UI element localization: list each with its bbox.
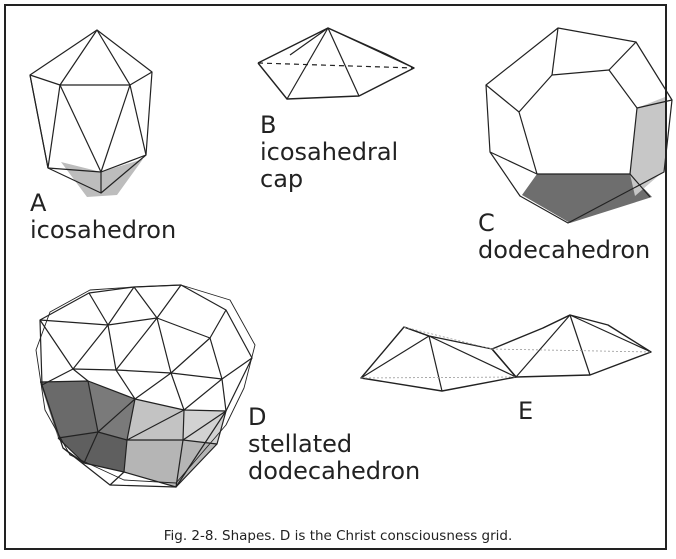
label-e-letter: E <box>518 397 534 425</box>
icosahedral-cap-shape <box>257 27 415 100</box>
label-d: D stellated dodecahedron <box>248 404 420 485</box>
icosahedron-shape <box>29 29 153 197</box>
label-a-letter: A <box>30 189 47 217</box>
label-c-letter: C <box>478 209 495 237</box>
double-cap-shape <box>360 314 652 392</box>
label-d-letter: D <box>248 403 267 431</box>
label-c-name: dodecahedron <box>478 236 651 264</box>
label-e: E <box>518 398 533 425</box>
stellated-dodecahedron-shape <box>35 284 256 488</box>
label-c: C dodecahedron <box>478 210 650 264</box>
label-b: B icosahedral cap <box>260 112 398 193</box>
label-d-line1: stellated <box>248 430 353 458</box>
dodecahedron-shape <box>485 27 673 224</box>
label-b-letter: B <box>260 111 277 139</box>
label-d-line2: dodecahedron <box>248 457 421 485</box>
label-a-name: icosahedron <box>30 216 177 244</box>
label-b-line2: cap <box>260 165 304 193</box>
figure-caption: Fig. 2-8. Shapes. D is the Christ consci… <box>163 528 513 544</box>
label-b-line1: icosahedral <box>260 138 399 166</box>
label-a: A icosahedron <box>30 190 176 244</box>
